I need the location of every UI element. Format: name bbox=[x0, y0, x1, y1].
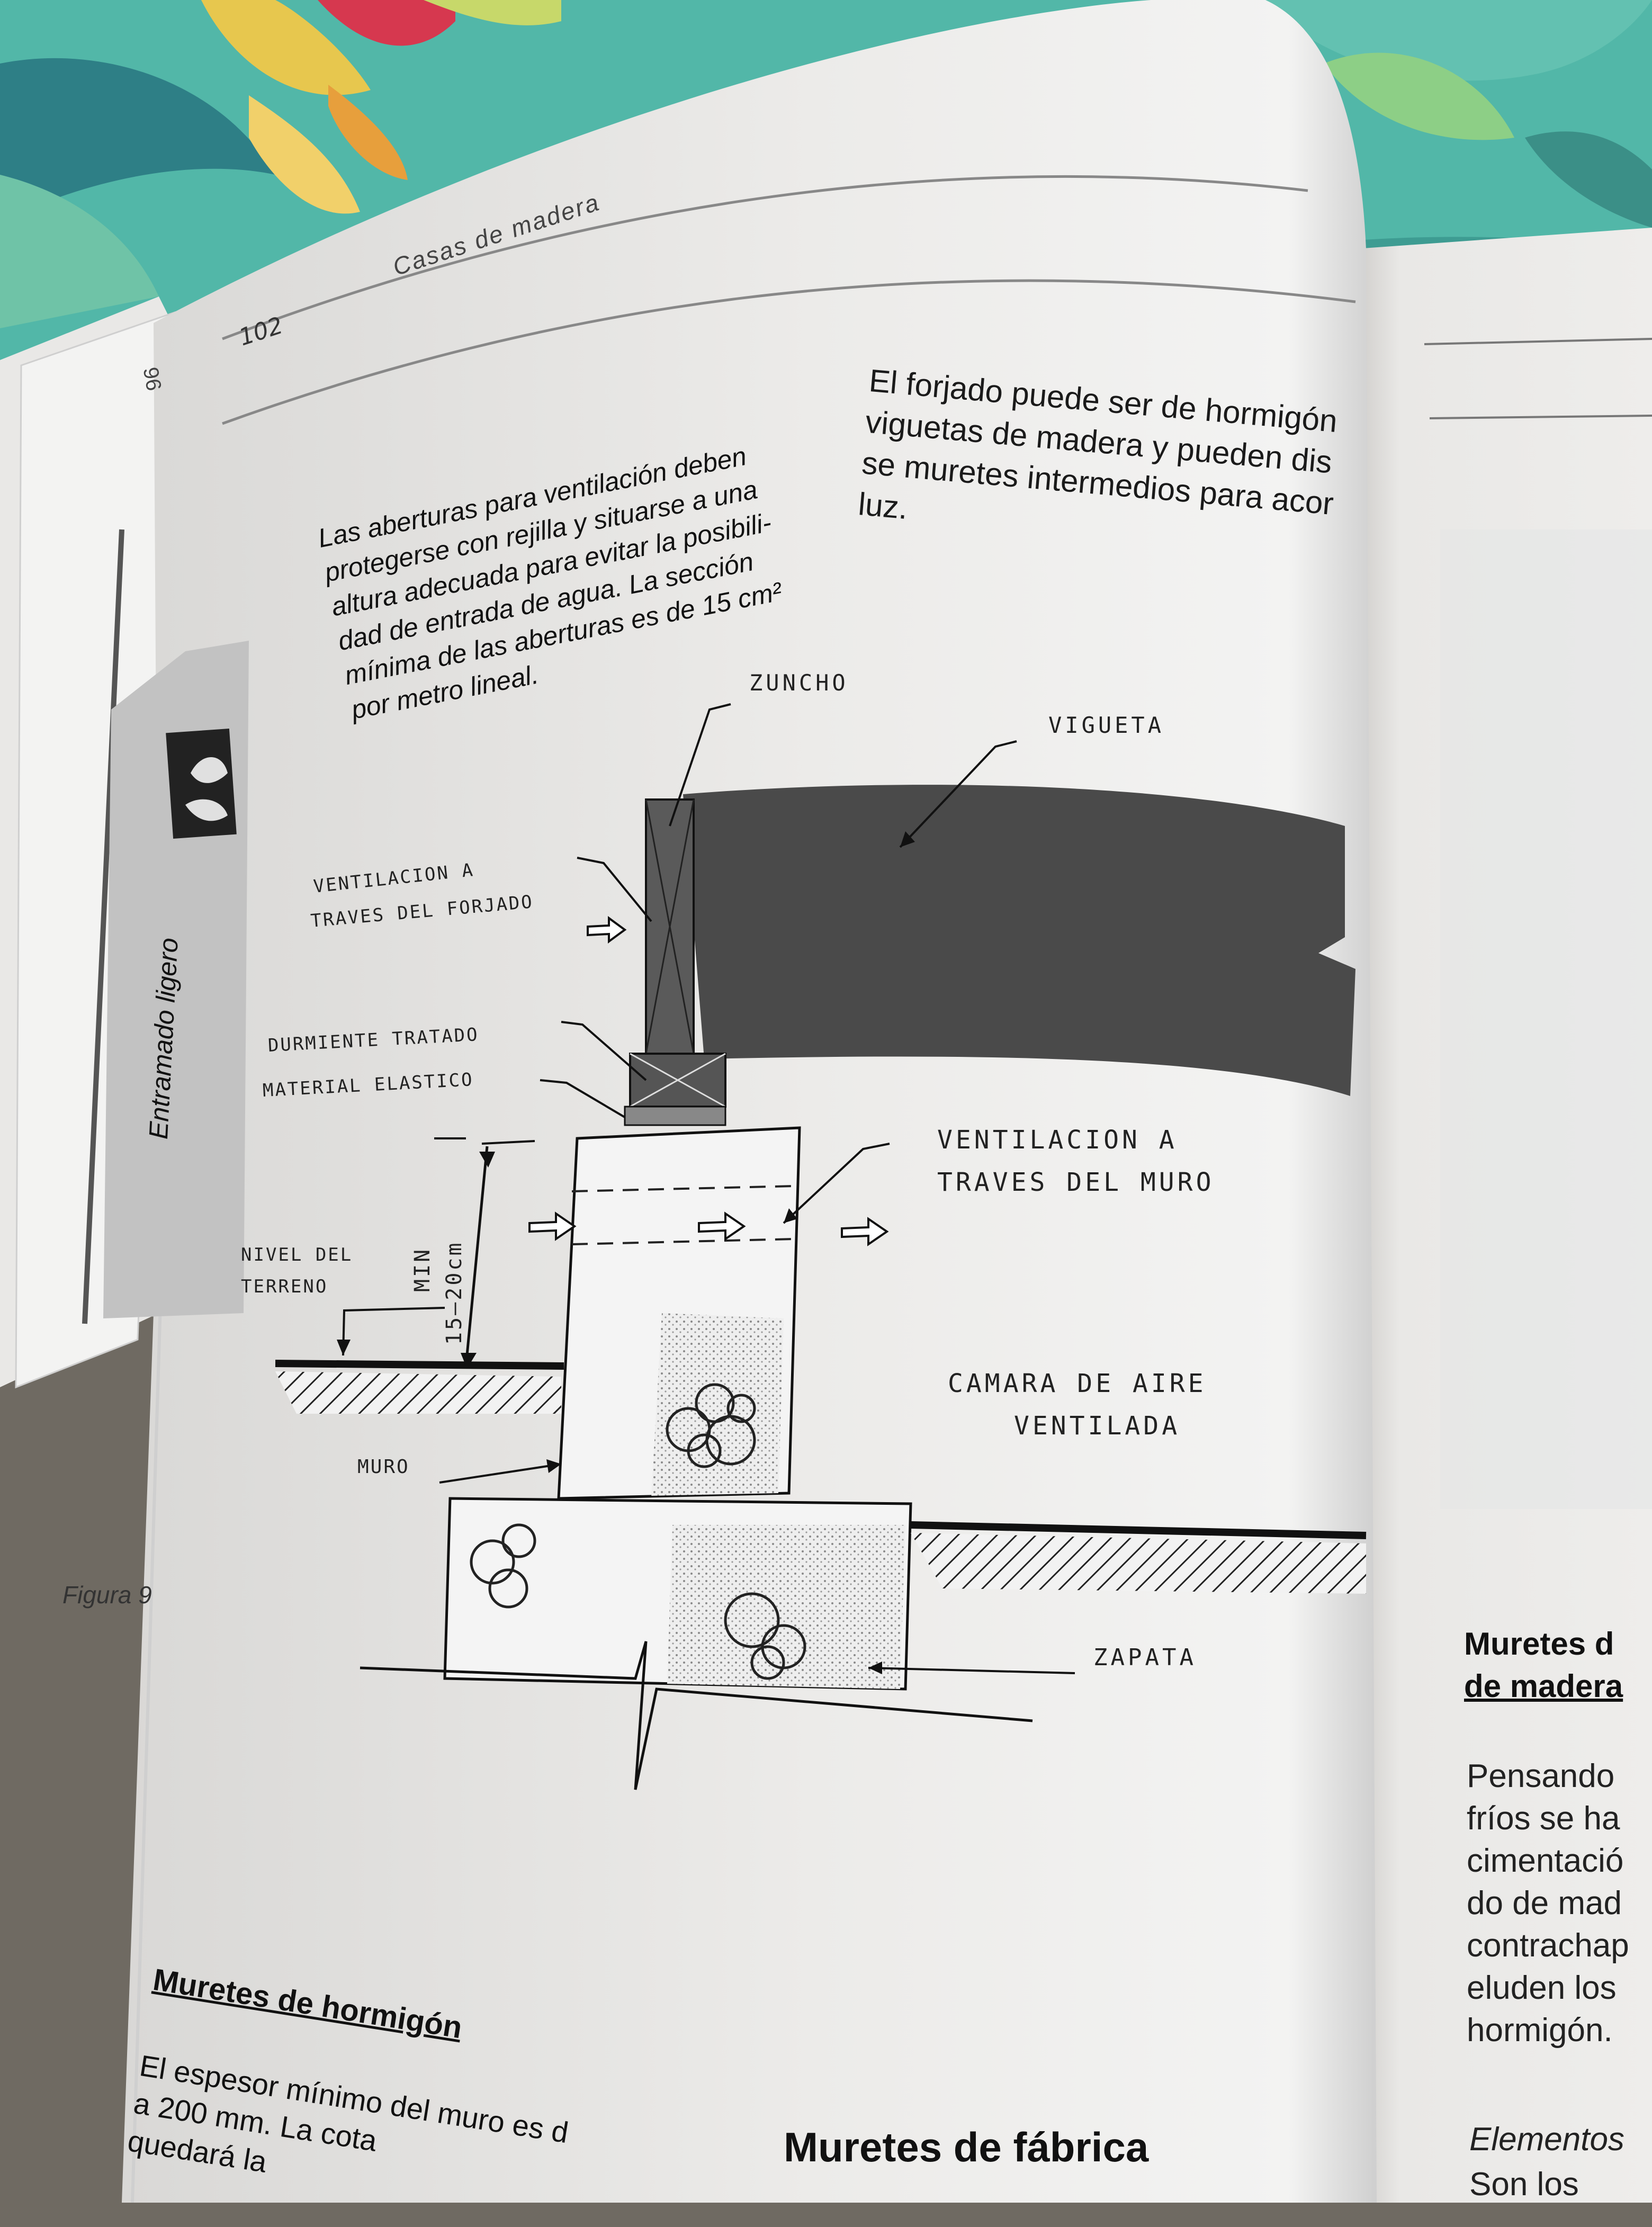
label-vent-muro-1: VENTILACION A bbox=[937, 1125, 1178, 1155]
muro-stones bbox=[666, 1383, 756, 1468]
right-page-rule-1 bbox=[1424, 338, 1652, 345]
right-heading-1: Muretes d bbox=[1464, 1626, 1614, 1662]
label-nivel-2: TERRENO bbox=[241, 1276, 328, 1297]
heading-muretes-fabrica: Muretes de fábrica bbox=[784, 2124, 1149, 2170]
vent-line-lower bbox=[571, 1238, 795, 1245]
label-vent-muro-2: TRAVES DEL MURO bbox=[937, 1168, 1215, 1197]
muro-aggregate bbox=[651, 1313, 784, 1496]
fabric-shadow bbox=[0, 58, 275, 223]
leader-lines bbox=[342, 703, 1075, 1674]
right-line: hormigón. bbox=[1467, 2012, 1613, 2049]
header-rule-bottom bbox=[222, 279, 1356, 425]
label-min-range: 15–20cm bbox=[442, 1241, 466, 1345]
zapata-aggregate bbox=[667, 1525, 905, 1689]
right-line: cimentació bbox=[1467, 1843, 1624, 1879]
terrain-line-left bbox=[275, 1360, 564, 1370]
dimension-line bbox=[464, 1146, 489, 1367]
side-tab-logo-block bbox=[166, 729, 237, 839]
label-min: MIN bbox=[410, 1247, 435, 1292]
vent-line-upper bbox=[571, 1185, 795, 1192]
label-muro: MURO bbox=[357, 1456, 410, 1478]
figure-caption: Figura 9 bbox=[62, 1581, 152, 1609]
main-page bbox=[122, 0, 1377, 2203]
right-line: do de mad bbox=[1467, 1885, 1622, 1921]
right-line: Pensando bbox=[1467, 1758, 1615, 1794]
vigueta-band bbox=[683, 785, 1355, 1096]
dim-tick-top bbox=[481, 1140, 535, 1145]
label-zuncho: ZUNCHO bbox=[749, 670, 849, 696]
terrain-line-right bbox=[910, 1521, 1367, 1539]
header-rule-top bbox=[222, 175, 1308, 340]
right-paragraph: Pensando fríos se ha cimentació do de ma… bbox=[1467, 1755, 1629, 2052]
break-line bbox=[360, 1641, 1033, 1790]
diagram bbox=[275, 703, 1367, 1790]
right-line: contrachap bbox=[1467, 1927, 1629, 1964]
right-elementos: Elementos bbox=[1469, 2121, 1624, 2158]
airflow-arrows bbox=[528, 916, 889, 1246]
right-heading-2: de madera bbox=[1464, 1668, 1623, 1704]
zapata-stones bbox=[470, 1523, 806, 1680]
leader-arrowheads bbox=[337, 831, 915, 1674]
label-zapata: ZAPATA bbox=[1093, 1644, 1197, 1671]
label-camara-2: VENTILADA bbox=[1014, 1411, 1181, 1441]
terrain-hatch-right bbox=[911, 1533, 1366, 1594]
terrain-hatch-left bbox=[275, 1371, 561, 1414]
material-elastico-strip bbox=[624, 1106, 726, 1126]
right-page-rule-2 bbox=[1429, 415, 1652, 419]
right-line: fríos se ha bbox=[1467, 1800, 1620, 1837]
label-camara-1: CAMARA DE AIRE bbox=[948, 1369, 1207, 1398]
label-nivel-1: NIVEL DEL bbox=[241, 1244, 353, 1265]
previous-page-number: 96 bbox=[138, 365, 166, 393]
label-vigueta: VIGUETA bbox=[1048, 712, 1165, 738]
previous-page-tab bbox=[82, 529, 124, 1324]
flower-print bbox=[0, 0, 561, 328]
fabric-decoration-right bbox=[1260, 0, 1652, 228]
right-son: Son los bbox=[1469, 2166, 1579, 2203]
side-tab-logo-icon bbox=[185, 757, 228, 821]
right-line: eluden los bbox=[1467, 1970, 1617, 2006]
right-page-faded-column bbox=[1440, 529, 1652, 1509]
